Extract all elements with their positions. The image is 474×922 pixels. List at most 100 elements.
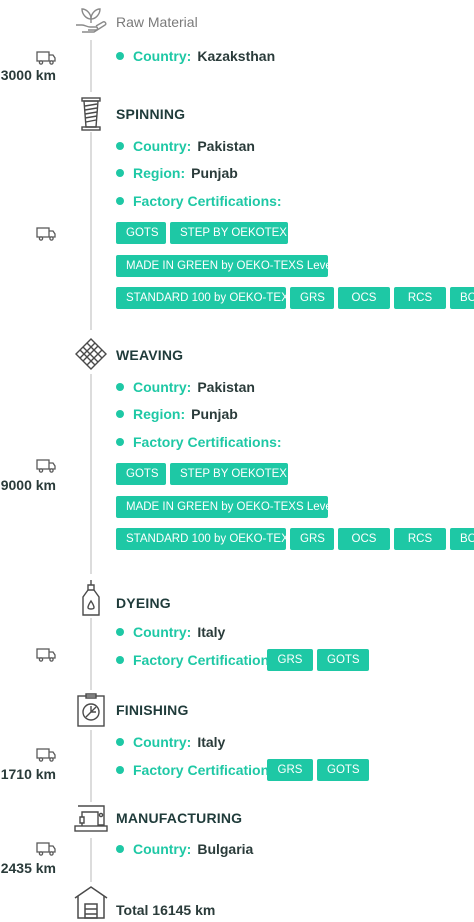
stage-title-manufacturing: MANUFACTURING [116, 810, 243, 826]
bullet-dot [116, 197, 124, 205]
warehouse-icon [68, 882, 114, 922]
spinning-region: Region: Punjab [116, 163, 238, 183]
country-value: Italy [197, 734, 226, 750]
truck-icon [36, 227, 56, 241]
bullet-dot [116, 766, 124, 774]
country-value: Bulgaria [197, 841, 254, 857]
spinning-certifications: Factory Certifications: [116, 191, 288, 211]
finishing-country: Country: Italy [116, 732, 225, 752]
stage-title-weaving: WEAVING [116, 347, 184, 363]
cert-tag: GRS [290, 287, 334, 309]
truck-icon [36, 51, 56, 65]
cert-tag-row: MADE IN GREEN by OEKO-TEXS Level 3 [116, 255, 344, 277]
region-label: Region: [133, 165, 186, 181]
cert-tag: STANDARD 100 by OEKO-TEXS [116, 528, 296, 550]
cert-tag: BCI [450, 287, 474, 309]
bullet-dot [116, 656, 124, 664]
weaving-country: Country: Pakistan [116, 377, 255, 397]
cert-tag-row: GOTS STEP BY OEKOTEX [116, 463, 288, 485]
stage-title-dyeing: DYEING [116, 595, 171, 611]
country-label: Country: [133, 624, 192, 640]
timeline-line [90, 618, 92, 690]
bullet-dot [116, 383, 124, 391]
truck-icon [36, 648, 56, 662]
transport-distance: 3000 km [0, 67, 56, 83]
weaving-certifications: Factory Certifications: [116, 432, 288, 452]
cert-tag: GOTS [116, 463, 166, 485]
timeline-line [90, 40, 92, 92]
certifications-label: Factory Certifications: [133, 193, 282, 209]
dye-bottle-icon [68, 578, 114, 618]
cert-tag: MADE IN GREEN by OEKO-TEXS Level 3 [116, 496, 344, 518]
country-label: Country: [133, 734, 192, 750]
country-value: Italy [197, 624, 226, 640]
country-label: Country: [133, 48, 192, 64]
timeline-line [90, 132, 92, 330]
region-label: Region: [133, 406, 186, 422]
cert-tag-row: MADE IN GREEN by OEKO-TEXS Level 3 [116, 496, 344, 518]
cert-tag: BCI [450, 528, 474, 550]
transport-distance: 2435 km [0, 860, 56, 876]
weaving-region: Region: Punjab [116, 404, 238, 424]
bullet-dot [116, 169, 124, 177]
bullet-dot [116, 628, 124, 636]
cert-tag: MADE IN GREEN by OEKO-TEXS Level 3 [116, 255, 344, 277]
country-value: Kazaksthan [197, 48, 276, 64]
bullet-dot [116, 142, 124, 150]
country-label: Country: [133, 138, 192, 154]
transport-distance: 9000 km [0, 477, 56, 493]
stage-title-raw-material: Raw Material [116, 14, 198, 30]
bullet-dot [116, 845, 124, 853]
truck-icon [36, 459, 56, 473]
country-label: Country: [133, 841, 192, 857]
sewing-machine-icon [68, 798, 114, 838]
cert-tag-row: STANDARD 100 by OEKO-TEXS GRS OCS RCS BC… [116, 528, 474, 550]
cert-tag: GOTS [317, 649, 369, 671]
finishing-certifications: Factory Certifications: [116, 760, 288, 780]
cert-tag: RCS [394, 528, 446, 550]
cert-tag: RCS [394, 287, 446, 309]
cert-tag: STEP BY OEKOTEX [170, 463, 288, 485]
cert-tag: OCS [338, 287, 390, 309]
cert-tag-row: STANDARD 100 by OEKO-TEXS GRS OCS RCS BC… [116, 287, 474, 309]
cert-tag: GRS [267, 759, 313, 781]
cert-tag: GRS [290, 528, 334, 550]
certifications-label: Factory Certifications: [133, 434, 282, 450]
cert-tag: GOTS [317, 759, 369, 781]
country-label: Country: [133, 379, 192, 395]
clipboard-leaf-icon [68, 690, 114, 730]
truck-icon [36, 748, 56, 762]
cert-tag-row: GRS GOTS [267, 649, 369, 671]
dyeing-country: Country: Italy [116, 622, 225, 642]
certifications-label: Factory Certifications: [133, 762, 282, 778]
bullet-dot [116, 52, 124, 60]
stage-title-finishing: FINISHING [116, 702, 189, 718]
timeline-line [90, 374, 92, 574]
timeline-line [90, 730, 92, 802]
cert-tag: STEP BY OEKOTEX [170, 222, 288, 244]
timeline-line [90, 838, 92, 882]
bullet-dot [116, 738, 124, 746]
manufacturing-country: Country: Bulgaria [116, 839, 253, 859]
spinning-country: Country: Pakistan [116, 136, 255, 156]
cert-tag-row: GRS GOTS [267, 759, 369, 781]
total-distance: Total 16145 km [116, 902, 216, 918]
bullet-dot [116, 438, 124, 446]
stage-title-spinning: SPINNING [116, 106, 186, 122]
region-value: Punjab [191, 165, 238, 181]
dyeing-certifications: Factory Certifications: [116, 650, 288, 670]
weave-knot-icon [68, 334, 114, 374]
cert-tag: GRS [267, 649, 313, 671]
certifications-label: Factory Certifications: [133, 652, 282, 668]
cert-tag-row: GOTS STEP BY OEKOTEX [116, 222, 288, 244]
cert-tag: GOTS [116, 222, 166, 244]
transport-distance: 1710 km [0, 766, 56, 782]
cert-tag: STANDARD 100 by OEKO-TEXS [116, 287, 296, 309]
cert-tag: OCS [338, 528, 390, 550]
truck-icon [36, 842, 56, 856]
country-value: Pakistan [197, 138, 255, 154]
plant-hand-icon [68, 0, 114, 40]
country-value: Pakistan [197, 379, 255, 395]
bullet-dot [116, 410, 124, 418]
spool-icon [68, 94, 114, 134]
